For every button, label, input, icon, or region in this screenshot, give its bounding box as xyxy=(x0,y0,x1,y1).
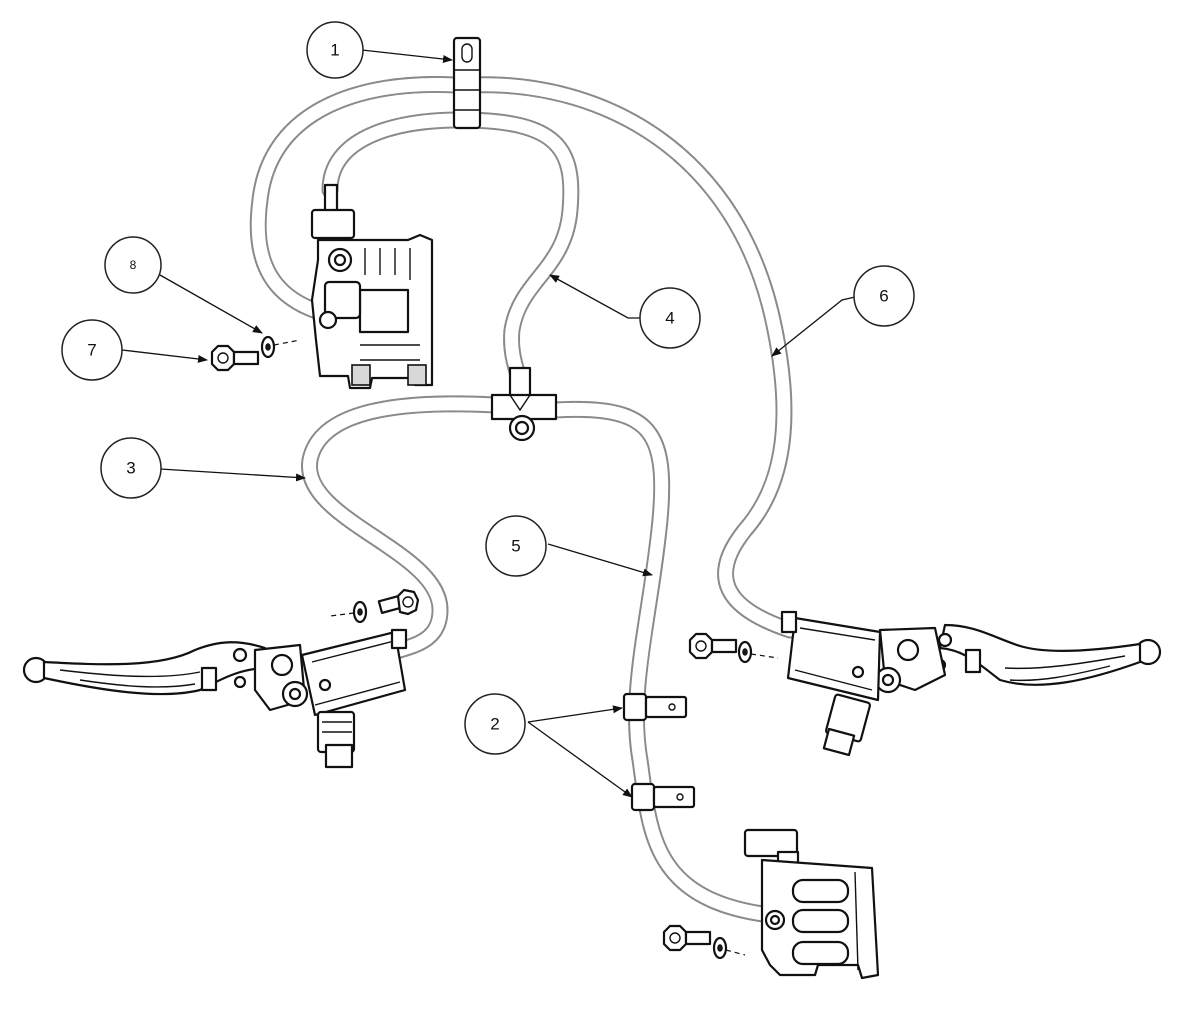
callout-7-label: 7 xyxy=(87,341,96,360)
upper-brake-caliper xyxy=(310,183,434,390)
right-master-cylinder xyxy=(780,610,947,757)
left-master-cylinder xyxy=(253,628,408,769)
callout-1: 1 xyxy=(306,21,364,79)
callout-8-label: 8 xyxy=(130,258,137,272)
hose-upper-loop xyxy=(249,75,464,324)
callout-1-label: 1 xyxy=(330,41,339,60)
left-lever-bolt xyxy=(377,588,420,616)
upper-caliper-bolt xyxy=(210,344,260,372)
left-brake-lever xyxy=(22,641,270,696)
tee-junction xyxy=(490,366,558,442)
callout-5: 5 xyxy=(485,515,547,577)
callout-4: 4 xyxy=(639,287,701,349)
left-lever-washer xyxy=(352,600,368,624)
callout-6-label: 6 xyxy=(879,287,888,306)
hose-4 xyxy=(321,111,580,384)
right-brake-lever xyxy=(933,623,1162,686)
callout-4-label: 4 xyxy=(665,309,674,328)
right-lever-washer xyxy=(737,640,753,664)
hose-bracket-lower xyxy=(630,782,696,812)
hose-5 xyxy=(546,400,779,924)
hose-clamp xyxy=(452,36,482,130)
hose-6 xyxy=(463,76,799,639)
callout-7: 7 xyxy=(61,319,123,381)
callout-2-label: 2 xyxy=(490,715,499,734)
upper-caliper-washer xyxy=(260,335,276,359)
lower-brake-caliper xyxy=(743,828,880,980)
callout-2: 2 xyxy=(464,693,526,755)
callout-5-label: 5 xyxy=(511,537,520,556)
lower-caliper-washer xyxy=(712,936,728,960)
callout-3: 3 xyxy=(100,437,162,499)
leader-lines xyxy=(121,49,856,798)
right-lever-bolt xyxy=(688,632,738,660)
hose-3 xyxy=(301,395,504,659)
callout-6: 6 xyxy=(853,265,915,327)
callout-3-label: 3 xyxy=(126,459,135,478)
lower-caliper-bolt xyxy=(662,924,712,952)
hose-bracket-upper xyxy=(622,692,688,722)
callout-8: 8 xyxy=(104,236,162,294)
